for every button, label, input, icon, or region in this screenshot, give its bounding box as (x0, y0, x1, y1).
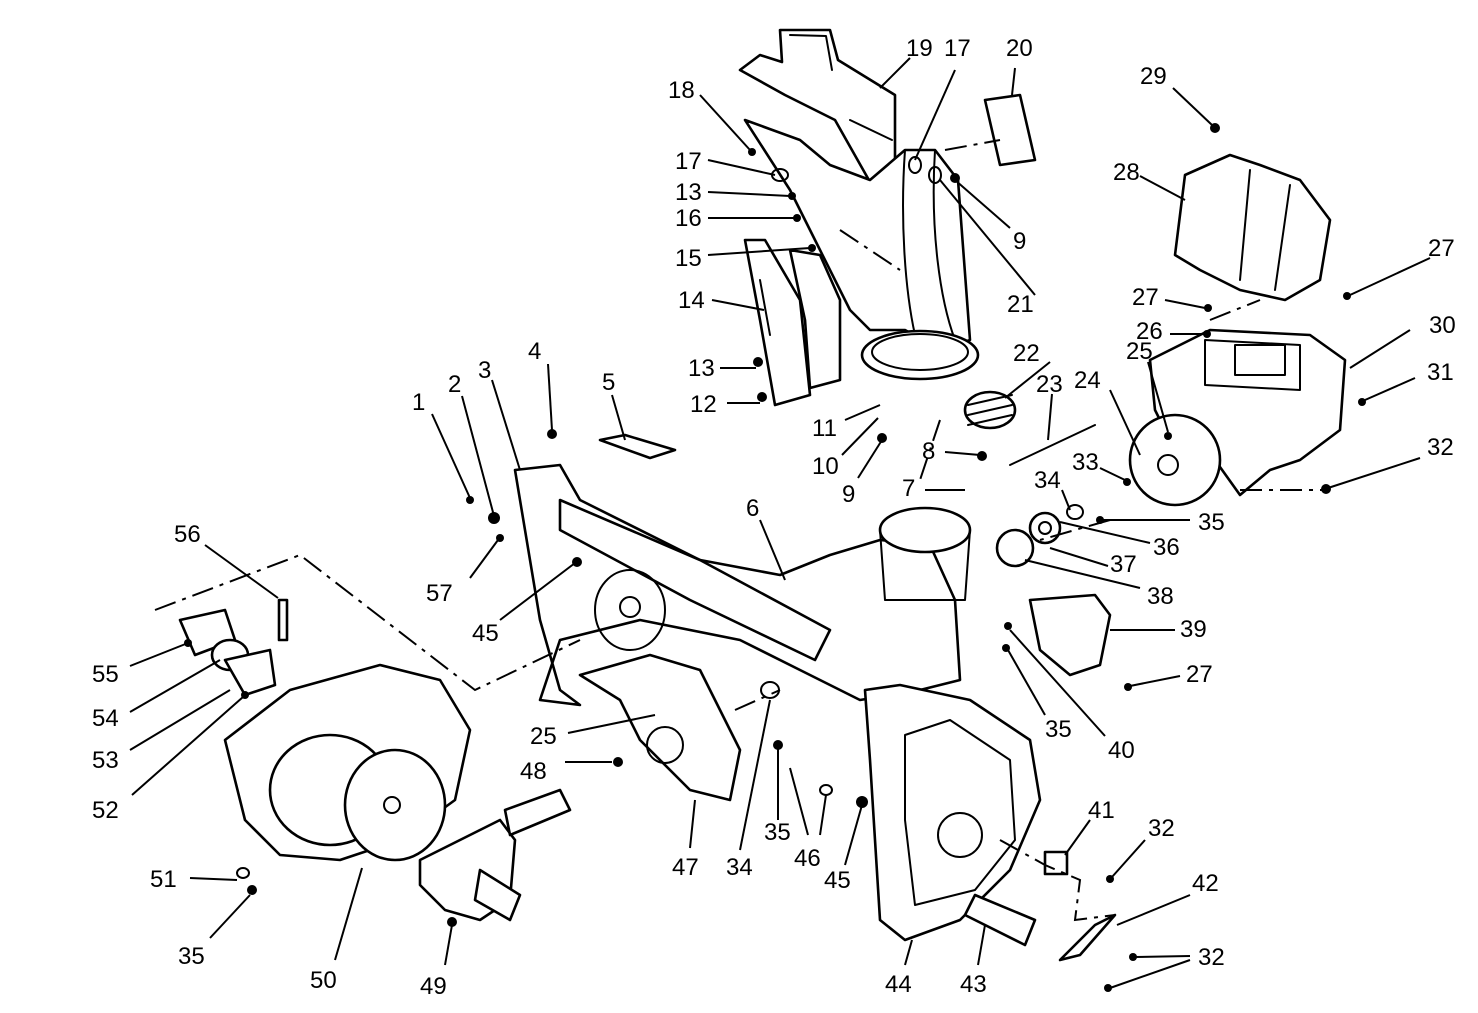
callout-19: 19 (906, 35, 933, 62)
impeller-outlet (878, 506, 972, 601)
callout-18: 18 (668, 77, 695, 104)
callout-49: 49 (420, 973, 447, 1000)
callout-35b: 35 (1045, 716, 1072, 743)
side-plate (863, 683, 1042, 942)
callout-11: 11 (812, 415, 837, 442)
pulley-bracket (1148, 328, 1347, 497)
pulley (1128, 413, 1222, 507)
callout-14: 14 (678, 287, 705, 314)
bearing-flange (995, 511, 1062, 568)
callout-32a: 32 (1427, 434, 1454, 461)
callout-5: 5 (602, 369, 615, 396)
callout-56: 56 (174, 521, 201, 548)
crank-bracket (743, 238, 842, 407)
callout-15: 15 (675, 245, 702, 272)
callout-52: 52 (92, 797, 119, 824)
callout-4: 4 (528, 338, 541, 365)
callout-57: 57 (426, 580, 453, 607)
callout-13b: 13 (688, 355, 715, 382)
callout-35c: 35 (764, 819, 791, 846)
callout-29: 29 (1140, 63, 1167, 90)
callout-3: 3 (478, 357, 491, 384)
callout-26: 26 (1136, 318, 1163, 345)
callout-27c: 27 (1186, 661, 1213, 688)
callout-6: 6 (746, 495, 759, 522)
callout-32c: 32 (1198, 944, 1225, 971)
callout-41: 41 (1088, 797, 1115, 824)
callout-50: 50 (310, 967, 337, 994)
callout-7: 7 (902, 475, 915, 502)
callout-33: 33 (1072, 449, 1099, 476)
callout-38: 38 (1147, 583, 1174, 610)
cutter-tube (963, 893, 1037, 947)
callout-47: 47 (672, 854, 699, 881)
auger (223, 663, 472, 862)
callout-34b: 34 (726, 854, 753, 881)
clip (1043, 850, 1069, 876)
chute-ring (860, 329, 980, 381)
callout-20: 20 (1006, 35, 1033, 62)
callout-17a: 17 (675, 148, 702, 175)
gearbox (418, 788, 572, 922)
callout-48: 48 (520, 758, 547, 785)
callout-51: 51 (150, 866, 177, 893)
callout-46: 46 (794, 845, 821, 872)
callout-45a: 45 (472, 620, 499, 647)
drift-cutter (1058, 913, 1117, 962)
callout-23: 23 (1036, 371, 1063, 398)
callout-13a: 13 (675, 179, 702, 206)
callout-32b: 32 (1148, 815, 1175, 842)
callout-37: 37 (1110, 551, 1137, 578)
callout-labels: 1 2 3 4 5 6 7 8 9 9 10 11 12 13 13 14 15… (92, 35, 1456, 1000)
callout-1: 1 (412, 389, 425, 416)
callout-27a: 27 (1428, 235, 1455, 262)
belt-cover (1173, 153, 1332, 302)
callout-30: 30 (1429, 312, 1456, 339)
callout-16: 16 (675, 205, 702, 232)
callout-28: 28 (1113, 159, 1140, 186)
callout-8: 8 (922, 438, 935, 465)
impeller-spring (963, 390, 1017, 430)
callout-54: 54 (92, 705, 119, 732)
callout-53: 53 (92, 747, 119, 774)
callout-35d: 35 (178, 943, 205, 970)
callout-40: 40 (1108, 737, 1135, 764)
callout-31: 31 (1427, 359, 1454, 386)
callout-36: 36 (1153, 534, 1180, 561)
callout-55: 55 (92, 661, 119, 688)
callout-25a: 25 (1126, 338, 1153, 365)
callout-44: 44 (885, 971, 912, 998)
deflector-plate (983, 93, 1037, 167)
leader-lines (129, 57, 1431, 992)
callout-25b: 25 (530, 723, 557, 750)
callout-17b: 17 (944, 35, 971, 62)
scraper-bar (598, 433, 677, 460)
callout-35a: 35 (1198, 509, 1225, 536)
callout-21: 21 (1007, 291, 1034, 318)
callout-39: 39 (1180, 616, 1207, 643)
callout-43: 43 (960, 971, 987, 998)
callout-42: 42 (1192, 870, 1219, 897)
shear-bolt (277, 598, 289, 642)
callout-9a: 9 (842, 481, 855, 508)
callout-12: 12 (690, 391, 717, 418)
discharge-chute (743, 118, 972, 352)
callout-9b: 9 (1013, 228, 1026, 255)
chute-deflector (738, 28, 897, 192)
callout-27b: 27 (1132, 284, 1159, 311)
skid-shoe (578, 653, 742, 802)
callout-10: 10 (812, 453, 839, 480)
callout-45b: 45 (824, 867, 851, 894)
callout-34a: 34 (1034, 467, 1061, 494)
side-gusset (1028, 593, 1112, 677)
callout-2: 2 (448, 371, 461, 398)
bearing-housing (178, 608, 277, 697)
callout-22: 22 (1013, 340, 1040, 367)
callout-24: 24 (1074, 367, 1101, 394)
auger-housing (513, 463, 962, 707)
